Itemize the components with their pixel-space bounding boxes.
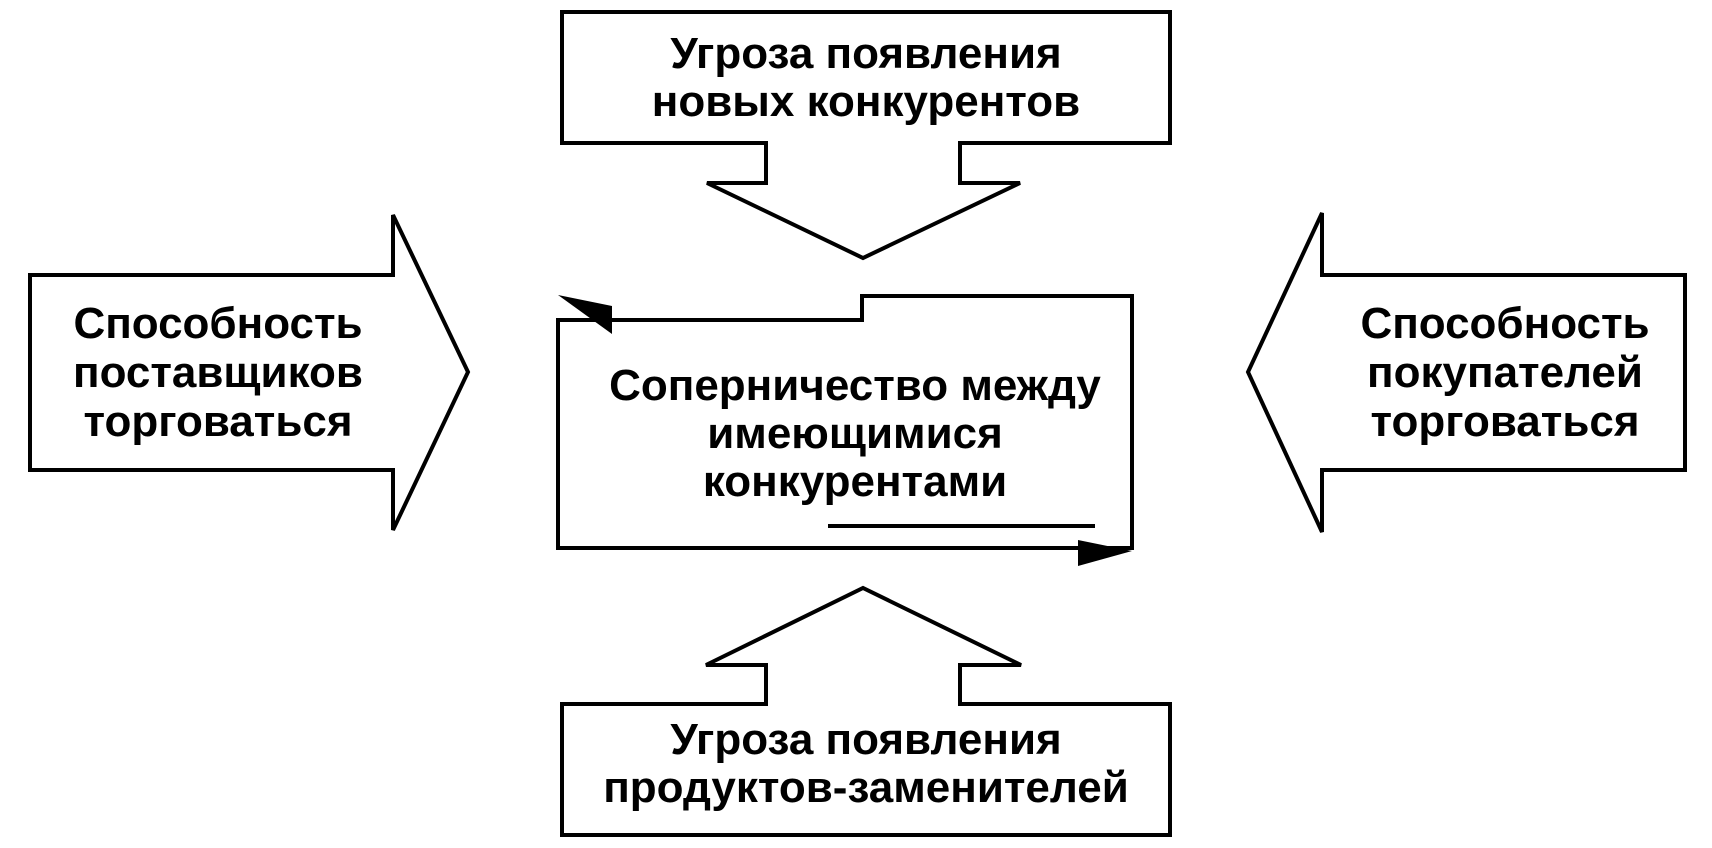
- substitutes-label-line1: Угроза появления: [670, 715, 1061, 764]
- left-arrow-shape: [1245, 212, 1687, 533]
- new-entrants-force: Угроза появления новых конкурентов: [560, 10, 1172, 261]
- supplier-power-label-line1: Способность: [73, 299, 362, 348]
- buyer-power-label-line2: покупателей: [1367, 348, 1643, 397]
- supplier-power-force: Способность поставщиков торговаться: [28, 214, 471, 531]
- buyer-power-label-line3: торговаться: [1370, 397, 1639, 446]
- substitutes-force: Угроза появления продуктов-заменителей: [560, 585, 1172, 837]
- supplier-power-label-line3: торговаться: [83, 397, 352, 446]
- down-arrow-shape: [560, 10, 1172, 261]
- supplier-power-label-line2: поставщиков: [73, 348, 363, 397]
- rivalry-force: Соперничество между имеющимися конкурент…: [556, 294, 1134, 566]
- rivalry-label-line1: Соперничество между: [609, 361, 1101, 410]
- rivalry-label-line3: конкурентами: [703, 457, 1007, 506]
- arrow-right-icon: [1078, 540, 1132, 566]
- rivalry-label-line2: имеющимися: [707, 409, 1003, 458]
- buyer-power-force: Способность покупателей торговаться: [1245, 212, 1687, 533]
- right-arrow-shape: [28, 214, 471, 531]
- new-entrants-label-line2: новых конкурентов: [652, 77, 1080, 126]
- substitutes-label-line2: продуктов-заменителей: [603, 763, 1129, 812]
- new-entrants-label-line1: Угроза появления: [670, 29, 1061, 78]
- buyer-power-label-line1: Способность: [1360, 299, 1649, 348]
- arrow-left-icon: [558, 295, 612, 334]
- up-arrow-shape: [560, 585, 1172, 837]
